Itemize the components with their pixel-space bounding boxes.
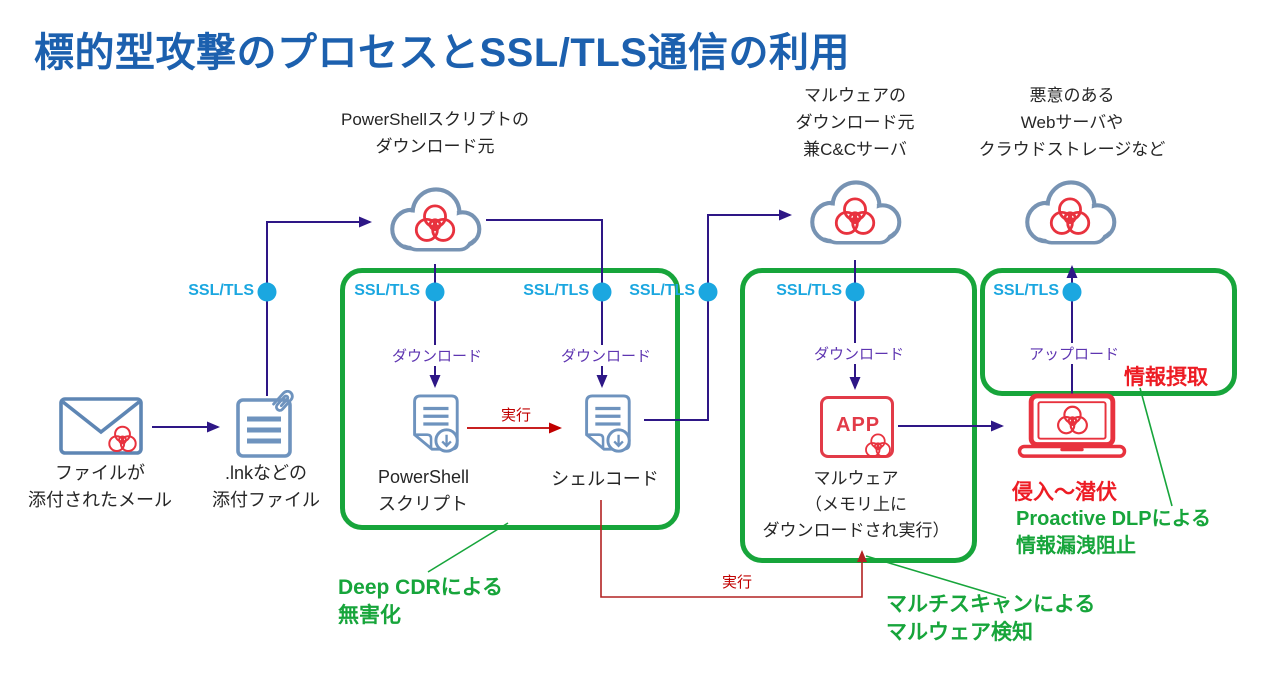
flow-cloud1-to-shellcode [486, 219, 608, 388]
powershell-label: PowerShell スクリプト [378, 467, 470, 514]
download-label-3: ダウンロード [802, 343, 916, 364]
ssl-tls-dot [845, 282, 865, 302]
execute-label-1: 実行 [491, 404, 541, 425]
malware-app-box: APP [820, 396, 894, 458]
malware-trefoil-icon [865, 433, 891, 458]
cdr-callout-label: Deep CDRによる 無害化 [338, 576, 504, 627]
cloud-icon-powershell-source [378, 178, 490, 264]
multiscan-callout-label: マルチスキャンによる マルウェア検知 [886, 593, 1096, 644]
ssl-tls-dot [592, 282, 612, 302]
shellcode-label: シェルコード [551, 469, 659, 489]
ssl-tls-label-1: SSL/TLS [188, 282, 254, 299]
download-label-1: ダウンロード [380, 345, 494, 366]
ssl-tls-dots [257, 282, 1082, 302]
ssl-tls-label-6: SSL/TLS [993, 282, 1059, 299]
callout-line-dlp [1139, 387, 1173, 507]
cloud2-label: マルウェアの ダウンロード元 兼C&Cサーバ [795, 86, 915, 159]
exfiltration-label: 情報摂取 [1124, 366, 1208, 389]
email-icon [58, 396, 144, 456]
malware-label: マルウェア （メモリ上に ダウンロードされ実行） [762, 469, 950, 540]
ssl-tls-label-2: SSL/TLS [354, 282, 420, 299]
ssl-tls-dot [425, 282, 445, 302]
protection-zone-dlp [980, 268, 1237, 396]
flow-shellcode-to-cloud2 [644, 209, 792, 421]
email-label: ファイルが 添付されたメール [28, 463, 172, 510]
upload-label: アップロード [1022, 343, 1126, 364]
ssl-tls-label-3: SSL/TLS [523, 282, 589, 299]
lnk-label: .lnkなどの 添付ファイル [212, 463, 320, 510]
ssl-tls-label-5: SSL/TLS [776, 282, 842, 299]
download-label-2: ダウンロード [549, 345, 663, 366]
cloud-icon-cc-server [798, 171, 910, 257]
ssl-tls-dot [1062, 282, 1082, 302]
protection-zone-cdr [340, 268, 680, 530]
infected-laptop-icon [1016, 392, 1128, 462]
dlp-callout-label: Proactive DLPによる 情報漏洩阻止 [1016, 508, 1212, 557]
intrusion-label: 侵入～潜伏 [1012, 481, 1117, 504]
callout-line-multiscan [865, 555, 1007, 599]
shellcode-icon [584, 394, 631, 453]
cloud3-label: 悪意のある Webサーバや クラウドストレージなど [978, 86, 1166, 159]
powershell-script-icon [412, 394, 459, 453]
lnk-file-icon [230, 390, 302, 462]
ssl-tls-dot [257, 282, 277, 302]
flow-exec-shellcode-to-malware [600, 500, 867, 598]
flow-lnk-to-cloud1 [266, 216, 372, 396]
page-title: 標的型攻撃のプロセスとSSL/TLS通信の利用 [34, 31, 850, 75]
cloud-icon-malicious-web [1013, 171, 1125, 257]
execute-label-2: 実行 [712, 571, 762, 592]
cloud1-label: PowerShellスクリプトの ダウンロード元 [341, 110, 529, 156]
ssl-tls-dot [698, 282, 718, 302]
app-label: APP [836, 414, 881, 436]
ssl-tls-label-4: SSL/TLS [629, 282, 695, 299]
callout-line-cdr [427, 522, 509, 573]
